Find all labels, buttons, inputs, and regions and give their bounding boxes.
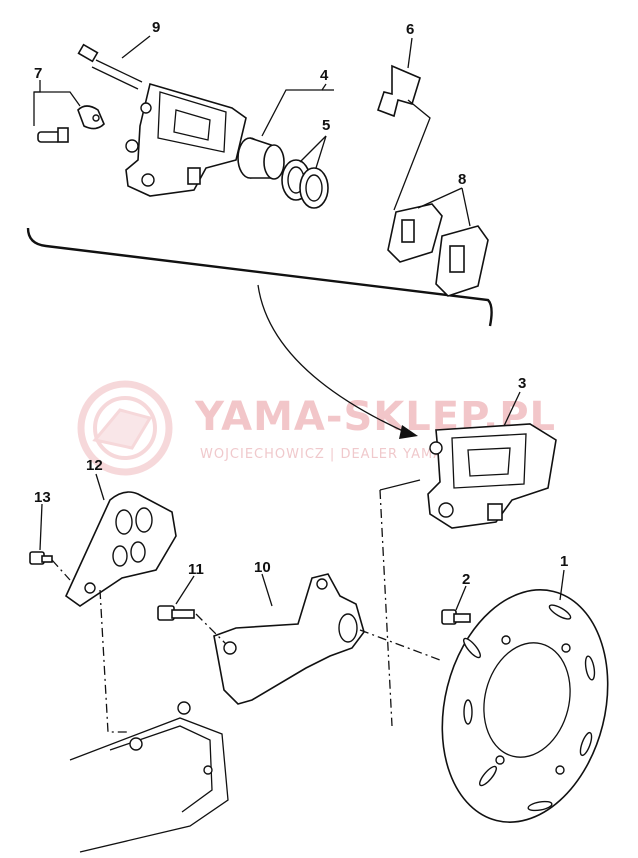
callout-2: 2 [462,571,470,588]
watermark-logo-icon [77,380,173,476]
part-caliper-body-exploded [125,82,247,197]
callout-1: 1 [560,553,568,570]
part-1-brake-disc [441,589,609,823]
assembly-arrow-head-icon [399,425,418,439]
assembly-lines [51,479,441,733]
part-10-caliper-bracket [213,573,365,705]
callout-12: 12 [86,457,103,474]
part-6-pad-spring [376,64,421,118]
part-3-caliper-assembly [427,423,557,529]
assembly-arrow [257,284,406,433]
callout-10: 10 [254,559,271,576]
part-2-bolt [441,609,471,625]
watermark-tagline: WOJCIECHOWICZ | DEALER YAMAHA [200,447,464,462]
callout-7: 7 [34,65,42,82]
callout-9: 9 [152,19,160,36]
part-11-bolt [157,605,195,621]
part-9-pin-bolt [77,43,143,90]
exploded-group-bracket [26,227,493,327]
part-4-piston [237,137,285,180]
swingarm-outline [69,701,229,853]
callout-labels: 1 2 3 4 5 6 7 8 9 10 11 12 13 [34,19,568,588]
leader-lines [33,35,565,611]
callout-8: 8 [458,171,466,188]
callout-3: 3 [518,375,526,392]
callout-6: 6 [406,21,414,38]
part-8-brake-pads [387,203,489,297]
callout-13: 13 [34,489,51,506]
part-7-bleed-screw [37,105,105,143]
callout-5: 5 [322,117,330,134]
callout-11: 11 [188,561,204,578]
part-13-bolt [29,551,53,565]
callout-4: 4 [320,67,329,84]
part-12-caliper-guard [64,491,177,607]
part-5-seals [281,159,329,209]
